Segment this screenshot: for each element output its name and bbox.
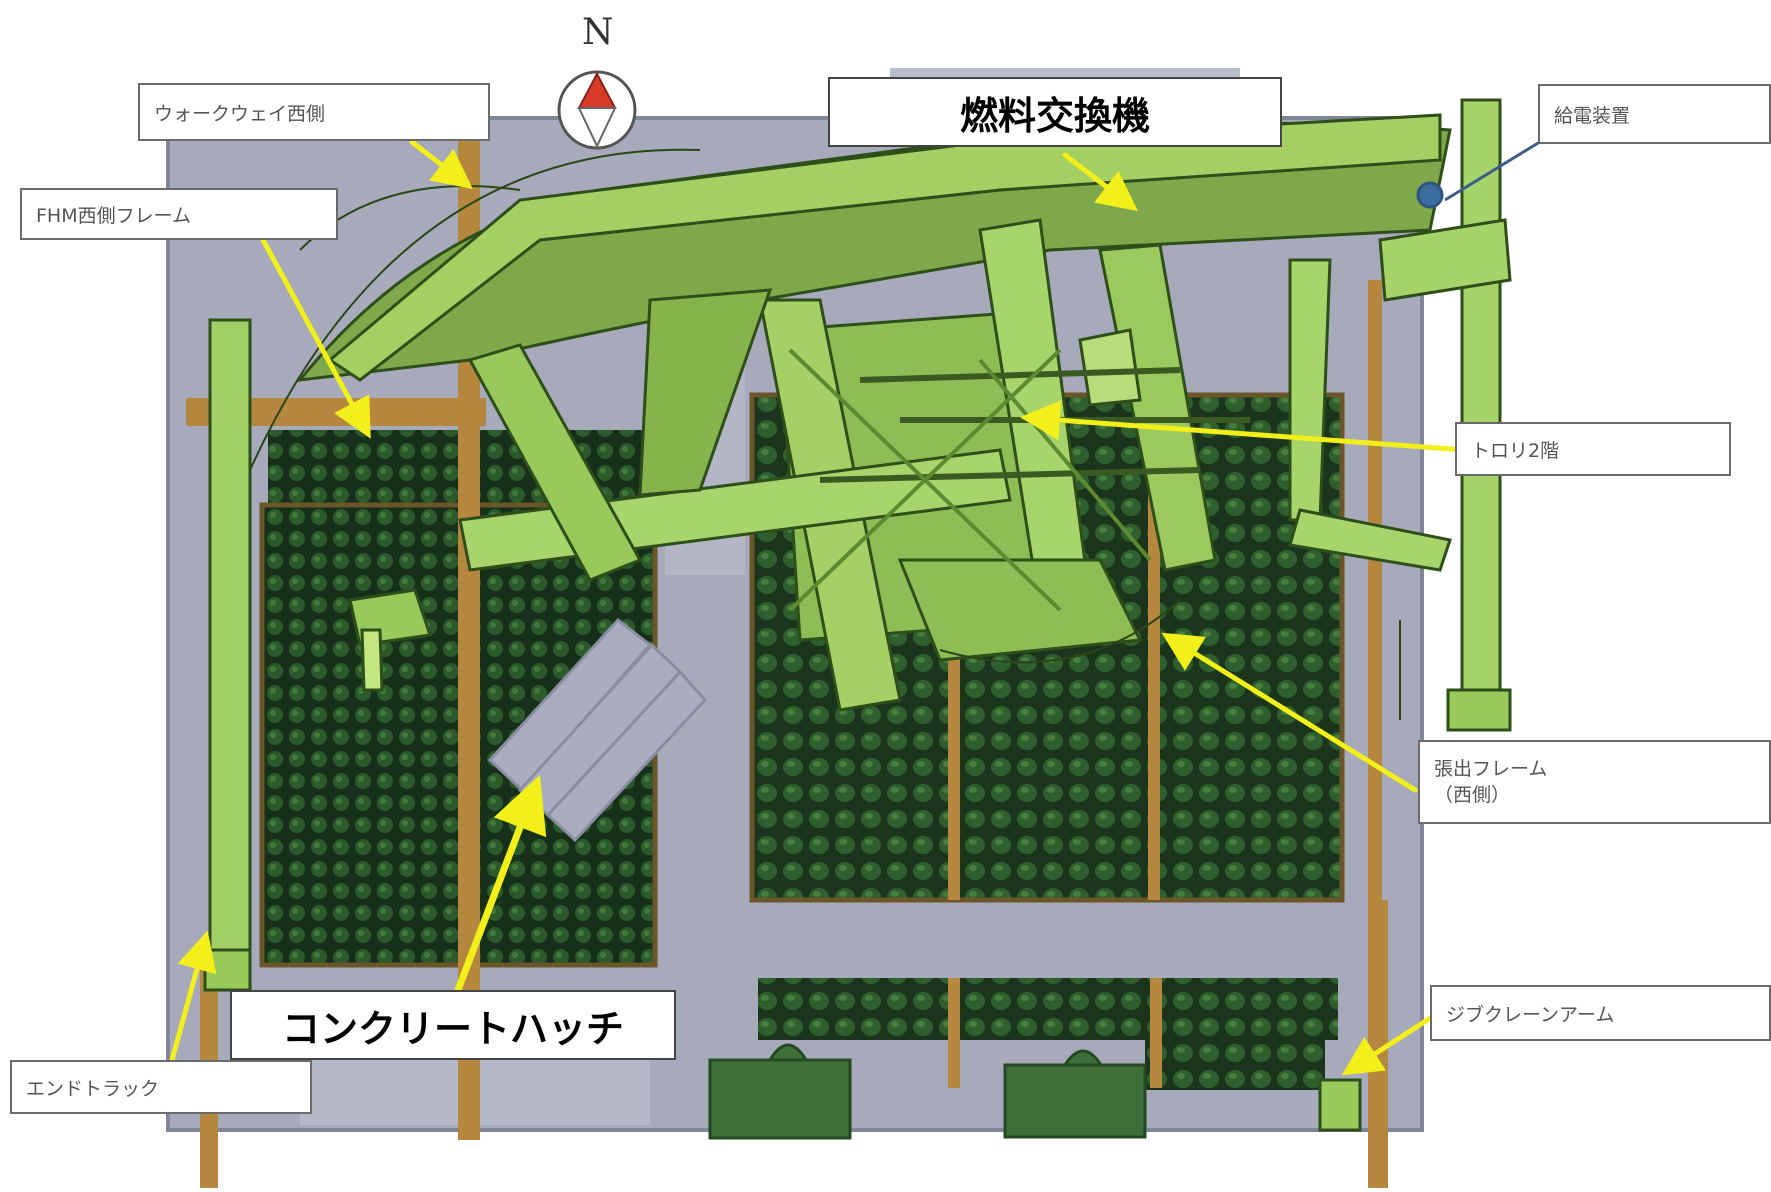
label-walkway-west: ウォークウェイ西側 xyxy=(138,83,490,141)
north-compass-icon xyxy=(557,70,637,150)
north-label: N xyxy=(582,12,614,53)
label-end-track-text: エンドトラック xyxy=(26,1077,160,1100)
label-fuel-handling-machine: 燃料交換機 xyxy=(828,77,1282,147)
concrete-hatch-slabs xyxy=(487,617,708,843)
arrow-end-track xyxy=(169,930,217,1063)
label-end-track: エンドトラック xyxy=(10,1060,312,1114)
label-fhm-west-frame-text: FHM西側フレーム xyxy=(36,204,192,227)
arrow-jib-crane xyxy=(1341,1012,1438,1076)
annotation-arrows xyxy=(169,139,1468,1076)
label-jib-crane-arm: ジブクレーンアーム xyxy=(1430,985,1771,1041)
label-overhang-frame-line1: 張出フレーム xyxy=(1434,758,1548,780)
label-overhang-frame: 張出フレーム （西側） xyxy=(1418,740,1771,824)
label-fuel-handling-machine-text: 燃料交換機 xyxy=(959,93,1150,138)
label-concrete-hatch: コンクリートハッチ xyxy=(230,990,676,1060)
label-fhm-west-frame: FHM西側フレーム xyxy=(20,188,338,240)
arrow-walkway xyxy=(409,139,473,190)
label-jib-crane-arm-text: ジブクレーンアーム xyxy=(1446,1003,1615,1026)
rack-south-east-2 xyxy=(1145,1040,1325,1090)
arrow-overhang xyxy=(1161,632,1418,793)
label-walkway-west-text: ウォークウェイ西側 xyxy=(154,102,326,125)
label-trolley-2f: トロリ2階 xyxy=(1455,422,1731,476)
label-power-supply-text: 給電装置 xyxy=(1554,104,1631,127)
rack-south-east xyxy=(758,978,1338,1040)
label-concrete-hatch-text: コンクリートハッチ xyxy=(281,1006,624,1051)
label-power-supply: 給電装置 xyxy=(1538,84,1771,144)
arrow-concrete-hatch xyxy=(454,774,547,994)
arrow-fhm-frame xyxy=(259,235,371,439)
arrow-trolley xyxy=(1020,400,1468,453)
cask-pits xyxy=(708,1043,1147,1140)
fuel-handling-machine-debris xyxy=(203,98,1512,1132)
label-trolley-2f-text: トロリ2階 xyxy=(1471,439,1560,462)
arrow-fuel-handling xyxy=(1062,152,1138,212)
label-overhang-frame-line2: （西側） xyxy=(1434,784,1511,806)
power-supply-leader xyxy=(1444,138,1544,202)
